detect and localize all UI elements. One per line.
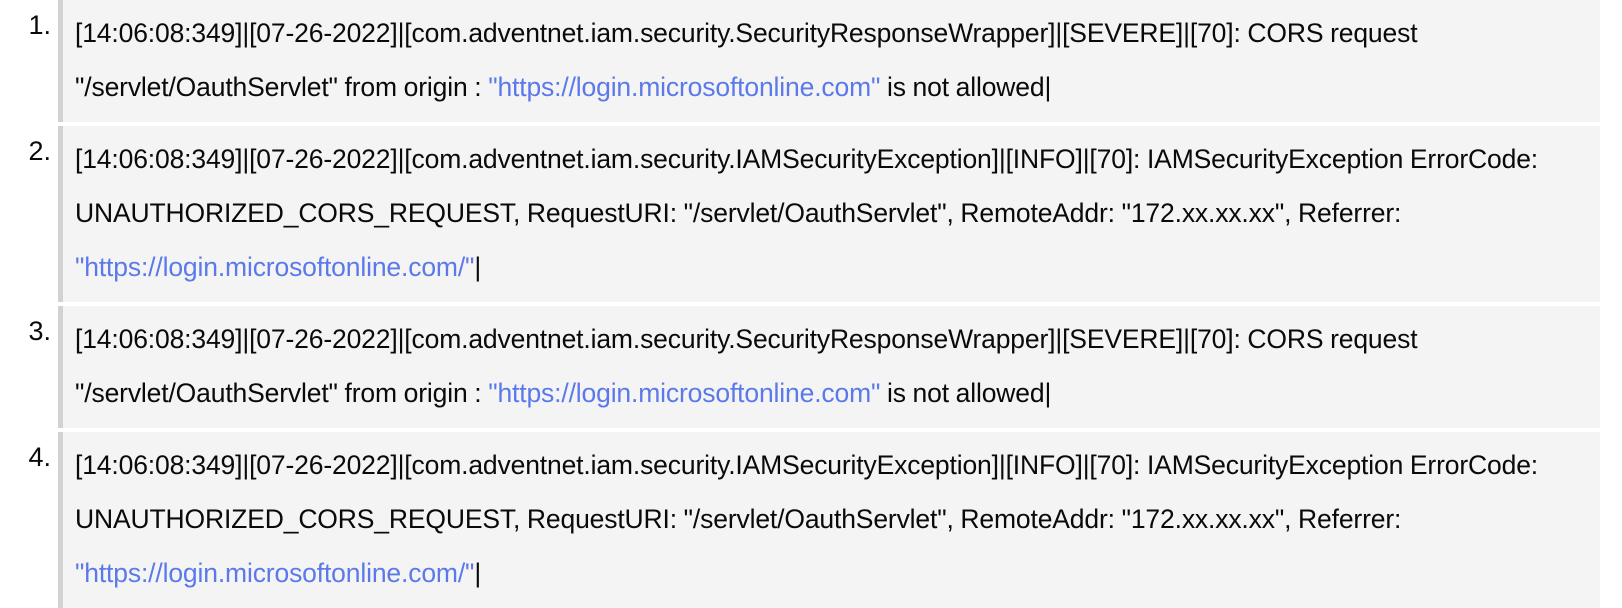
list-item-number: 3. xyxy=(28,316,51,346)
log-entry: 2. [14:06:08:349]|[07-26-2022]|[com.adven… xyxy=(28,126,1600,302)
log-entry-text: [14:06:08:349]|[07-26-2022]|[com.adventn… xyxy=(75,312,1586,420)
log-text-segment: | xyxy=(474,252,482,282)
log-text-segment: [14:06:08:349]|[07-26-2022]|[com.adventn… xyxy=(75,324,1418,408)
log-entry: 3. [14:06:08:349]|[07-26-2022]|[com.adven… xyxy=(28,306,1600,428)
log-entry: 1. [14:06:08:349]|[07-26-2022]|[com.adven… xyxy=(28,0,1600,122)
list-item-number: 2. xyxy=(28,136,51,166)
log-text-segment: is not allowed| xyxy=(880,72,1052,102)
log-text-segment: [14:06:08:349]|[07-26-2022]|[com.adventn… xyxy=(75,450,1538,534)
list-item-number: 4. xyxy=(28,442,51,472)
log-entry-text: [14:06:08:349]|[07-26-2022]|[com.adventn… xyxy=(75,132,1586,294)
log-origin-url-link[interactable]: "https://login.microsoftonline.com" xyxy=(488,72,881,102)
log-origin-url-link[interactable]: "https://login.microsoftonline.com" xyxy=(488,378,881,408)
log-origin-url-link[interactable]: "https://login.microsoftonline.com/" xyxy=(75,558,475,588)
log-entry-text: [14:06:08:349]|[07-26-2022]|[com.adventn… xyxy=(75,438,1586,600)
log-entry-text: [14:06:08:349]|[07-26-2022]|[com.adventn… xyxy=(75,6,1586,114)
log-text-segment: is not allowed| xyxy=(880,378,1052,408)
log-text-segment: [14:06:08:349]|[07-26-2022]|[com.adventn… xyxy=(75,144,1538,228)
log-text-segment: | xyxy=(474,558,482,588)
log-text-segment: [14:06:08:349]|[07-26-2022]|[com.adventn… xyxy=(75,18,1418,102)
log-origin-url-link[interactable]: "https://login.microsoftonline.com/" xyxy=(75,252,475,282)
list-item-number: 1. xyxy=(28,10,51,40)
log-entry: 4. [14:06:08:349]|[07-26-2022]|[com.adven… xyxy=(28,432,1600,608)
